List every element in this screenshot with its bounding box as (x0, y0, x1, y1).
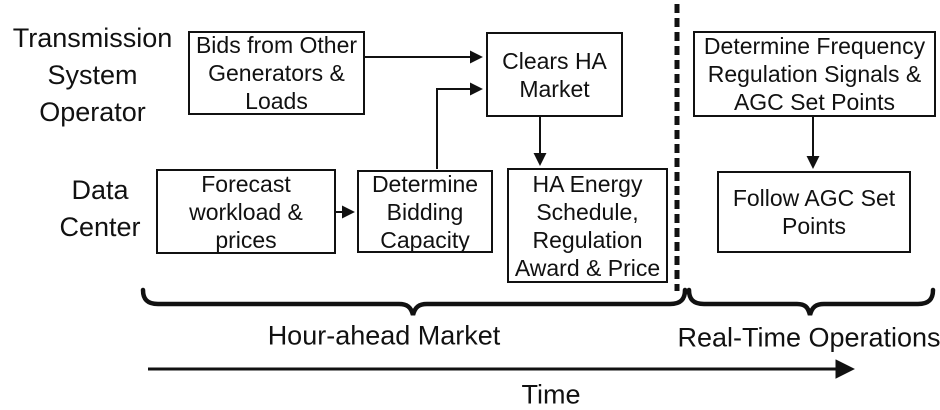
node-determine-frequency-regulation: Determine Frequency Regulation Signals &… (693, 31, 936, 117)
brace-hour-ahead-market (140, 287, 688, 316)
node-label: Forecast workload & prices (189, 170, 303, 253)
node-label: Bids from Other Generators & Loads (195, 32, 358, 114)
node-label: Clears HA Market (502, 47, 607, 102)
node-clears-ha-market: Clears HA Market (486, 32, 623, 117)
brace-real-time-operations (686, 287, 936, 316)
arrow-bidding-to-clears (436, 82, 483, 169)
lane-label-data-center: Data Center (59, 175, 141, 242)
node-follow-agc-set-points: Follow AGC Set Points (717, 171, 911, 253)
node-ha-energy-schedule: HA Energy Schedule, Regulation Award & P… (507, 168, 668, 283)
node-label: HA Energy Schedule, Regulation Award & P… (514, 170, 661, 281)
time-axis-label: Time (521, 379, 581, 410)
node-label: Determine Bidding Capacity (371, 170, 479, 253)
section-label-real-time-operations: Real-Time Operations (677, 322, 940, 353)
lane-label-transmission-system-operator: Transmission System Operator (12, 23, 173, 127)
node-label: Determine Frequency Regulation Signals &… (703, 33, 926, 115)
node-determine-bidding-capacity: Determine Bidding Capacity (357, 170, 493, 253)
node-forecast-workload-prices: Forecast workload & prices (156, 169, 336, 254)
section-label-hour-ahead-market: Hour-ahead Market (267, 320, 501, 351)
node-label: Follow AGC Set Points (732, 185, 896, 239)
node-bids-from-other-generators: Bids from Other Generators & Loads (188, 31, 365, 115)
